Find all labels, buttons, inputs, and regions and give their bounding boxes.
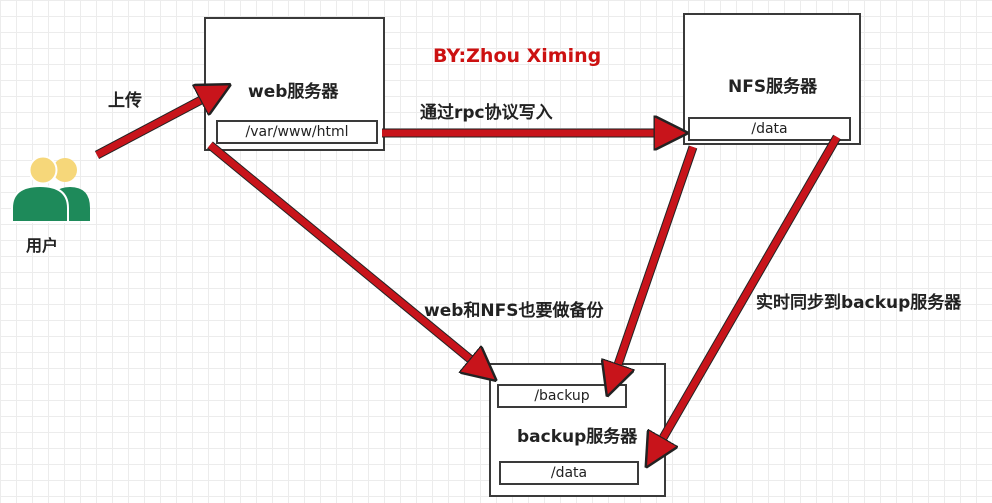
edge-label-realtime-sync: 实时同步到backup服务器 [756,293,962,313]
user-label: 用户 [26,236,59,255]
edge-label-backup-both: web和NFS也要做备份 [424,301,604,321]
nfs-server-title: NFS服务器 [728,77,818,97]
signature: BY:Zhou Ximing [433,45,602,67]
arrow-web-backup [207,142,487,373]
nfs-server-path: /data [688,117,851,141]
edge-label-rpc-write: 通过rpc协议写入 [420,103,553,123]
web-server-title: web服务器 [248,82,339,102]
arrow-nfs-backup [611,145,697,385]
arrow-sync [652,135,841,457]
arrow-upload [95,90,220,159]
edge-label-upload: 上传 [108,91,142,111]
web-server-path: /var/www/html [216,120,378,144]
backup-server-data-path: /data [499,461,639,485]
user-icon [11,155,90,223]
backup-server-title: backup服务器 [517,427,638,447]
